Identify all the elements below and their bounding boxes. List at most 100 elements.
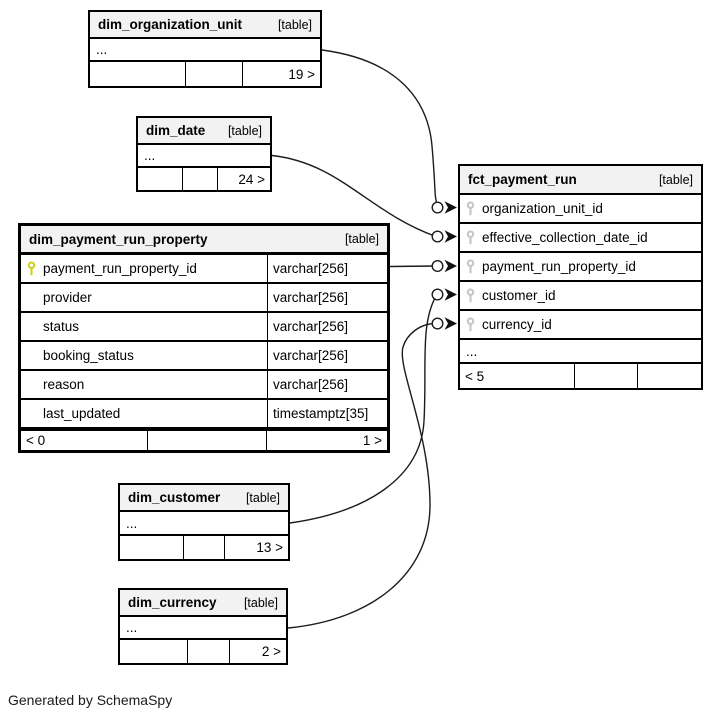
column-name: provider bbox=[43, 290, 92, 305]
footer-cell bbox=[184, 536, 225, 559]
column-row[interactable]: provider varchar[256] bbox=[21, 284, 387, 313]
column-row[interactable]: payment_run_property_id varchar[256] bbox=[21, 255, 387, 284]
table-dim-organization-unit[interactable]: dim_organization_unit [table] ... 19 > bbox=[88, 10, 322, 88]
table-dim-payment-run-property[interactable]: dim_payment_run_property [table] payment… bbox=[18, 223, 390, 453]
ellipsis-text: ... bbox=[126, 620, 138, 635]
table-tag: [table] bbox=[658, 172, 693, 187]
ellipsis-text: ... bbox=[126, 515, 138, 531]
ellipsis-text: ... bbox=[96, 42, 108, 57]
column-row[interactable]: reason varchar[256] bbox=[21, 371, 387, 400]
table-tag: [table] bbox=[344, 232, 379, 246]
footer-cell-count[interactable]: < 0 bbox=[21, 431, 148, 450]
table-header[interactable]: dim_payment_run_property [table] bbox=[21, 226, 387, 255]
table-tag: [table] bbox=[243, 595, 278, 610]
zero-circle bbox=[431, 201, 444, 214]
footer-cell bbox=[575, 364, 638, 388]
column-name: reason bbox=[43, 377, 85, 392]
footer-cell-count[interactable]: 1 > bbox=[362, 433, 382, 448]
ellipsis-text: ... bbox=[144, 148, 156, 163]
primary-key-icon bbox=[21, 260, 43, 277]
footer-cell bbox=[186, 62, 243, 86]
arrowhead bbox=[444, 201, 457, 214]
table-fct-payment-run[interactable]: fct_payment_run [table] organization_uni… bbox=[458, 164, 703, 390]
column-row[interactable]: organization_unit_id bbox=[460, 195, 701, 224]
table-footer: < 5 bbox=[460, 364, 701, 388]
column-type: varchar[256] bbox=[267, 342, 387, 369]
footer-cell-count[interactable]: < 5 bbox=[460, 364, 575, 388]
ellipsis-row: ... bbox=[138, 145, 270, 168]
arrowhead bbox=[444, 230, 457, 243]
generated-by-note: Generated by SchemaSpy bbox=[8, 692, 173, 708]
table-dim-currency[interactable]: dim_currency [table] ... 2 > bbox=[118, 588, 288, 665]
column-type: varchar[256] bbox=[267, 371, 387, 398]
foreign-key-icon bbox=[460, 229, 482, 246]
relationship-line-payment-run-property bbox=[389, 265, 437, 268]
footer-cell bbox=[90, 62, 186, 86]
table-footer: 2 > bbox=[120, 640, 286, 663]
table-header[interactable]: dim_customer [table] bbox=[120, 485, 288, 512]
column-row[interactable]: last_updated timestamptz[35] bbox=[21, 400, 387, 429]
column-row[interactable]: effective_collection_date_id bbox=[460, 224, 701, 253]
column-name: status bbox=[43, 319, 80, 334]
table-tag: [table] bbox=[245, 490, 280, 505]
column-row[interactable]: customer_id bbox=[460, 282, 701, 311]
table-header[interactable]: dim_date [table] bbox=[138, 118, 270, 145]
column-row[interactable]: currency_id bbox=[460, 311, 701, 340]
ellipsis-row: ... bbox=[460, 340, 701, 364]
column-name: payment_run_property_id bbox=[43, 261, 197, 276]
footer-cell-count[interactable]: 24 > bbox=[238, 171, 265, 187]
footer-cell-count[interactable]: 13 > bbox=[256, 540, 283, 555]
column-row[interactable]: payment_run_property_id bbox=[460, 253, 701, 282]
table-header[interactable]: dim_organization_unit [table] bbox=[90, 12, 320, 39]
table-title: dim_organization_unit bbox=[98, 17, 243, 32]
footer-cell bbox=[148, 431, 267, 450]
ellipsis-row: ... bbox=[120, 512, 288, 536]
column-name: organization_unit_id bbox=[482, 201, 603, 216]
column-type: varchar[256] bbox=[267, 284, 387, 311]
table-header[interactable]: dim_currency [table] bbox=[120, 590, 286, 617]
ellipsis-row: ... bbox=[120, 617, 286, 640]
table-header[interactable]: fct_payment_run [table] bbox=[460, 166, 701, 195]
footer-cell bbox=[138, 168, 183, 190]
ellipsis-text: ... bbox=[466, 343, 478, 359]
arrowhead bbox=[444, 317, 457, 330]
table-footer: 19 > bbox=[90, 62, 320, 86]
column-type: varchar[256] bbox=[267, 255, 387, 282]
footer-cell bbox=[638, 364, 701, 388]
zero-circle bbox=[431, 260, 444, 273]
zero-circle bbox=[431, 230, 444, 243]
table-title: dim_payment_run_property bbox=[29, 231, 208, 247]
foreign-key-icon bbox=[460, 287, 482, 304]
footer-cell-count[interactable]: 2 > bbox=[261, 644, 281, 659]
column-name: last_updated bbox=[43, 406, 121, 421]
relationship-line-organization-unit bbox=[321, 49, 438, 205]
column-type: varchar[256] bbox=[267, 313, 387, 340]
arrowhead bbox=[444, 288, 457, 301]
column-name: payment_run_property_id bbox=[482, 259, 636, 274]
table-dim-customer[interactable]: dim_customer [table] ... 13 > bbox=[118, 483, 290, 561]
table-title: dim_customer bbox=[128, 490, 221, 505]
table-dim-date[interactable]: dim_date [table] ... 24 > bbox=[136, 116, 272, 192]
table-title: dim_date bbox=[146, 123, 206, 138]
arrowhead bbox=[444, 259, 457, 273]
footer-cell bbox=[120, 640, 188, 663]
zero-circle bbox=[431, 317, 444, 330]
footer-cell bbox=[120, 536, 184, 559]
column-name: effective_collection_date_id bbox=[482, 230, 648, 245]
foreign-key-icon bbox=[460, 316, 482, 333]
table-footer: 13 > bbox=[120, 536, 288, 559]
table-title: dim_currency bbox=[128, 595, 217, 610]
column-name: booking_status bbox=[43, 348, 134, 363]
column-row[interactable]: booking_status varchar[256] bbox=[21, 342, 387, 371]
column-name: customer_id bbox=[482, 288, 556, 303]
table-tag: [table] bbox=[277, 17, 312, 32]
table-footer: 24 > bbox=[138, 168, 270, 190]
table-footer: < 0 1 > bbox=[21, 429, 387, 450]
table-title: fct_payment_run bbox=[468, 172, 577, 187]
footer-cell-count[interactable]: 19 > bbox=[288, 66, 315, 82]
column-type: timestamptz[35] bbox=[267, 400, 387, 427]
column-row[interactable]: status varchar[256] bbox=[21, 313, 387, 342]
footer-cell bbox=[183, 168, 218, 190]
table-tag: [table] bbox=[227, 123, 262, 138]
